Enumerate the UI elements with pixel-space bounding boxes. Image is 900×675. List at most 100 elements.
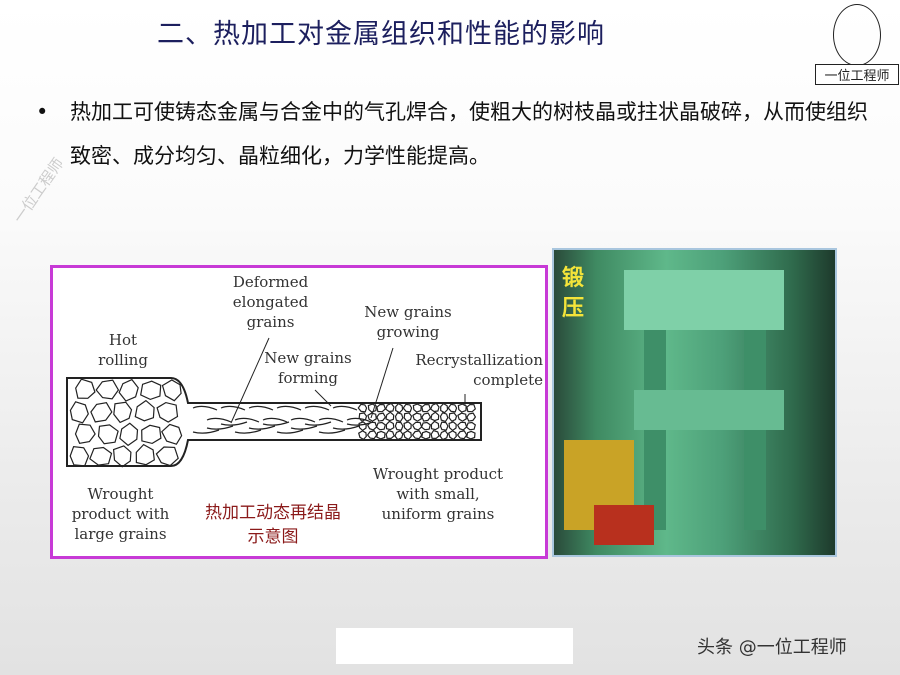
grain	[135, 443, 155, 466]
grain	[357, 403, 368, 413]
grain	[466, 412, 477, 422]
grain	[430, 411, 440, 422]
grain	[75, 378, 96, 399]
grain	[89, 446, 113, 466]
credit-watermark: 头条 @一位工程师	[697, 637, 847, 658]
grain	[394, 412, 404, 423]
grain	[402, 430, 412, 441]
grain	[112, 445, 132, 468]
bar-outline	[66, 377, 482, 467]
grain	[74, 423, 96, 444]
grain	[465, 421, 476, 431]
grain	[447, 430, 457, 441]
grain	[97, 424, 119, 445]
elongated-grain	[304, 405, 332, 426]
elongated-grain	[318, 417, 346, 434]
grain	[439, 430, 449, 441]
label-deformed: Deformed elongated grains	[232, 273, 309, 331]
grain	[385, 411, 395, 422]
grain	[375, 421, 386, 431]
grain	[156, 401, 179, 423]
grain	[385, 429, 395, 440]
grain	[367, 403, 377, 413]
grain	[457, 403, 467, 413]
grain	[161, 423, 183, 445]
elongated-grain	[220, 405, 248, 426]
grain	[466, 430, 476, 440]
grain	[394, 430, 404, 441]
pointer-growing	[370, 347, 394, 419]
elongated-grain	[192, 405, 220, 434]
elongated-grain	[206, 417, 234, 430]
slide-title: 二、热加工对金属组织和性能的影响	[157, 19, 605, 50]
grain-boundaries	[69, 378, 477, 468]
grain	[141, 424, 162, 445]
grain	[421, 403, 431, 413]
grain	[357, 430, 367, 441]
pointer-deformed	[230, 337, 270, 424]
grain	[456, 421, 468, 431]
grain	[412, 403, 422, 413]
grain	[457, 412, 467, 422]
label-small-grains: Wrought product with small, uniform grai…	[372, 465, 504, 523]
grain	[118, 378, 139, 402]
bullet-text: 热加工可使铸态金属与合金中的气孔焊合，使粗大的树枝晶或拄状晶破碎，从而使组织致密…	[70, 100, 868, 168]
logo: 一位工程师	[815, 4, 899, 85]
grain	[134, 399, 155, 422]
elongated-grain	[276, 405, 304, 434]
grain	[69, 401, 89, 424]
grain	[367, 412, 377, 422]
logo-label: 一位工程师	[815, 64, 899, 85]
grain	[376, 412, 387, 422]
label-new-forming: New grains forming	[264, 349, 352, 387]
grain	[161, 379, 182, 402]
grain	[439, 412, 449, 423]
grain	[412, 412, 422, 422]
elongated-grain	[262, 417, 290, 426]
grain	[366, 421, 378, 431]
grain	[402, 403, 413, 413]
label-recrystallization: Recrystallization complete	[415, 351, 543, 389]
label-new-growing: New grains growing	[364, 303, 452, 341]
grain	[376, 403, 386, 413]
label-hot-rolling: Hot rolling	[98, 331, 148, 369]
bullet-point: • 热加工可使铸态金属与合金中的气孔焊合，使粗大的树枝晶或拄状晶破碎，从而使组织…	[30, 90, 870, 178]
grain	[411, 421, 423, 431]
blank-box	[336, 628, 573, 664]
elongated-grain	[332, 405, 360, 430]
grain	[403, 412, 413, 422]
grain	[429, 402, 440, 413]
grain	[69, 446, 90, 467]
grain	[448, 412, 458, 422]
bullet-icon: •	[36, 100, 49, 124]
diagram-caption: 热加工动态再结晶示意图	[205, 503, 341, 547]
grain	[140, 380, 162, 401]
grain	[394, 421, 404, 431]
grain	[366, 430, 378, 440]
grain	[447, 403, 458, 413]
recrystallization-diagram: Hot rolling Deformed elongated grains Ne…	[50, 265, 548, 559]
grain	[90, 402, 113, 423]
elongated-grain	[234, 417, 262, 434]
grain	[119, 422, 139, 447]
grain	[385, 420, 395, 431]
forging-press-photo: 锻压	[552, 248, 837, 557]
elongated-grain	[248, 405, 276, 430]
grain	[430, 429, 440, 440]
grain	[456, 430, 468, 440]
grain	[395, 402, 404, 414]
grain	[384, 402, 395, 413]
rolling-bar-drawing	[66, 337, 482, 468]
grain	[95, 379, 120, 400]
grain	[376, 430, 386, 440]
grain	[421, 430, 431, 440]
grain	[113, 401, 133, 424]
grain	[155, 446, 179, 467]
grain	[430, 420, 440, 431]
pointer-forming	[314, 389, 332, 407]
elongated-grain	[290, 417, 318, 430]
logo-icon	[833, 4, 881, 66]
grain	[440, 402, 449, 414]
photo-caption: 锻压	[562, 266, 585, 321]
grain	[421, 412, 432, 422]
